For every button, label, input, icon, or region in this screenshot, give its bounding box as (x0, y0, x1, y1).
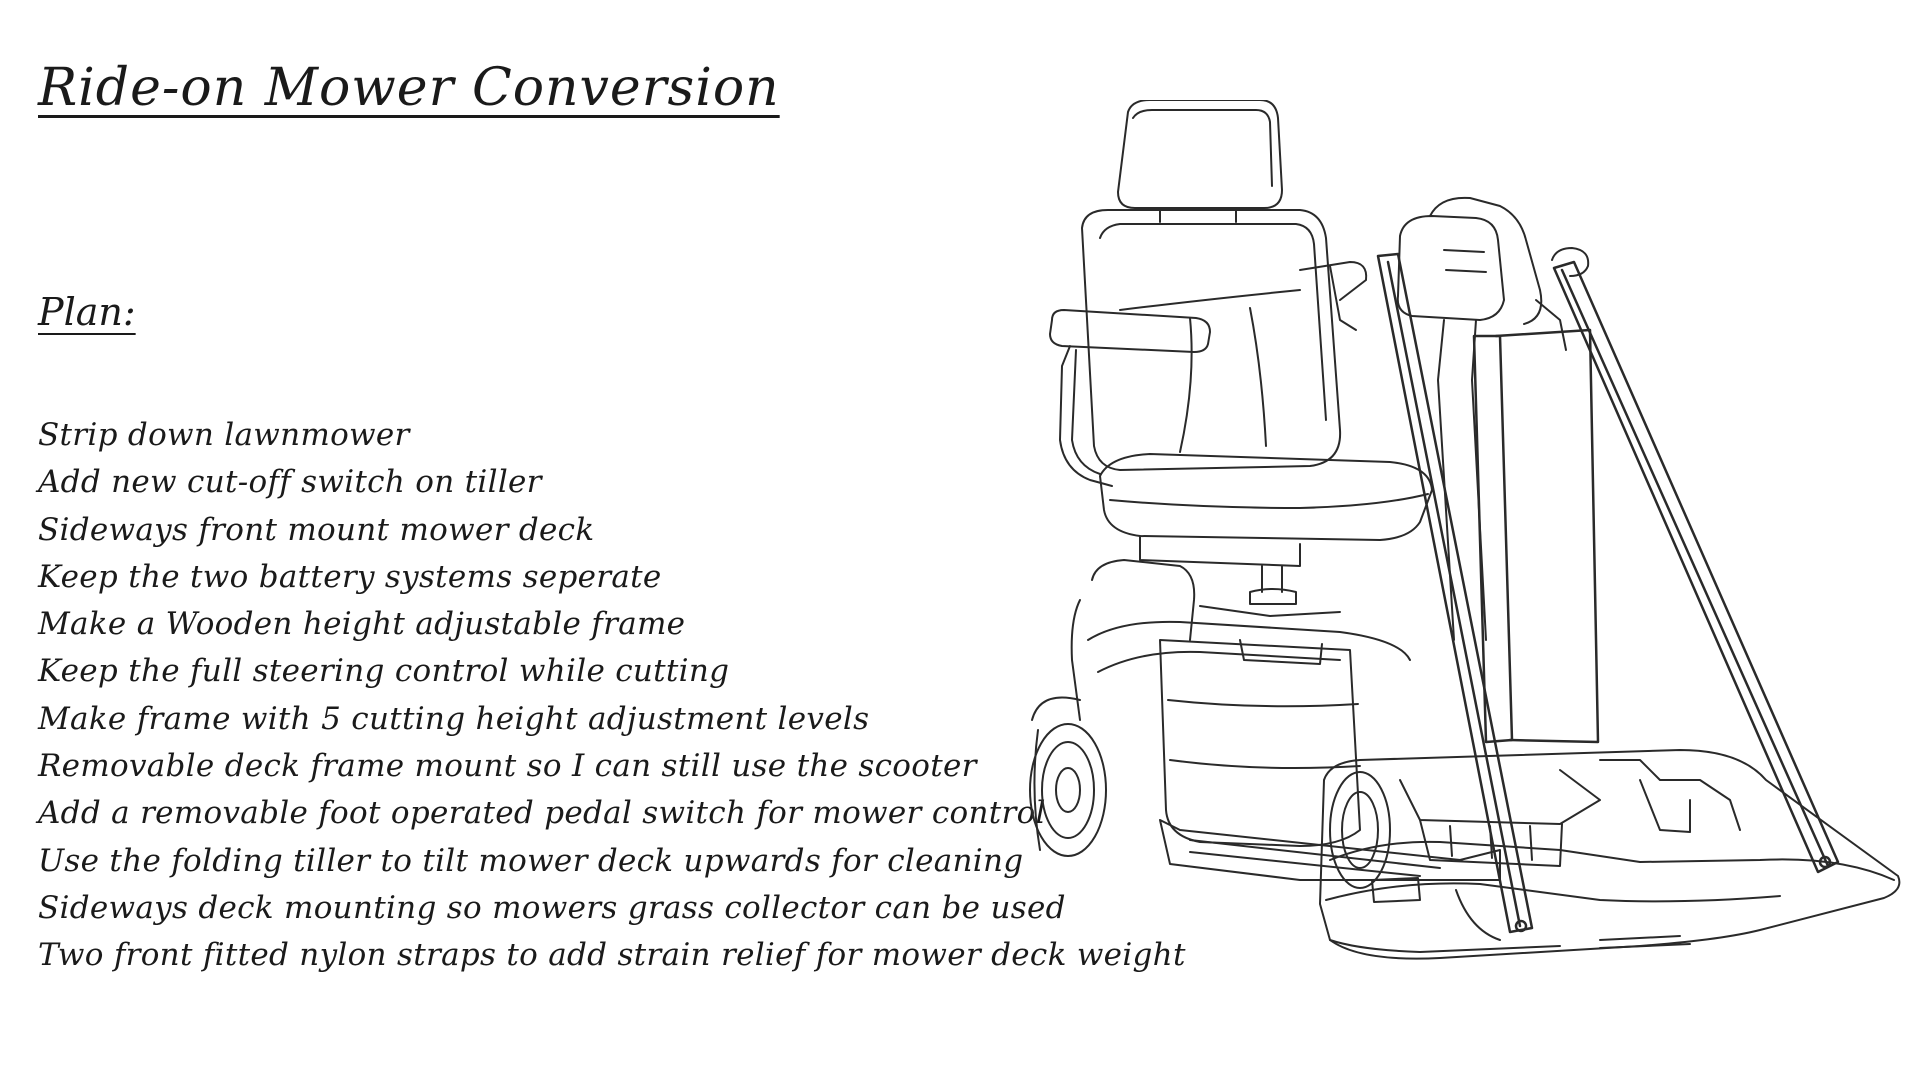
headrest (1118, 100, 1282, 222)
plan-item: Sideways deck mounting so mowers grass c… (38, 889, 1066, 926)
plan-item: Strip down lawnmower (38, 417, 410, 453)
plan-heading: Plan: (38, 290, 136, 334)
plan-item: Make frame with 5 cutting height adjustm… (38, 700, 870, 737)
tiller (1398, 198, 1588, 640)
rear-wheel (1030, 698, 1106, 857)
scooter-mower-sketch (1020, 100, 1910, 1000)
plan-item: Removable deck frame mount so I can stil… (38, 748, 977, 785)
plan-item: Two front fitted nylon straps to add str… (38, 937, 1186, 974)
seat-base (1100, 454, 1432, 604)
wooden-frame (1378, 254, 1838, 932)
plan-item: Add a removable foot operated pedal swit… (38, 795, 1046, 832)
deck-logo-icon (1372, 878, 1420, 902)
plan-list: Strip down lawnmower Add new cut-off swi… (38, 412, 1186, 980)
plan-item: Make a Wooden height adjustable frame (38, 606, 686, 643)
plan-item: Add new cut-off switch on tiller (38, 464, 542, 501)
scooter-body (1072, 560, 1410, 846)
plan-item: Keep the two battery systems seperate (38, 558, 662, 595)
seat-back (1082, 210, 1340, 470)
front-wheels (1330, 772, 1500, 940)
plan-item: Sideways front mount mower deck (38, 511, 595, 548)
armrests (1050, 262, 1366, 486)
page-title: Ride-on Mower Conversion (38, 58, 780, 118)
plan-item: Use the folding tiller to tilt mower dec… (38, 842, 1024, 879)
plan-item: Keep the full steering control while cut… (38, 653, 730, 690)
